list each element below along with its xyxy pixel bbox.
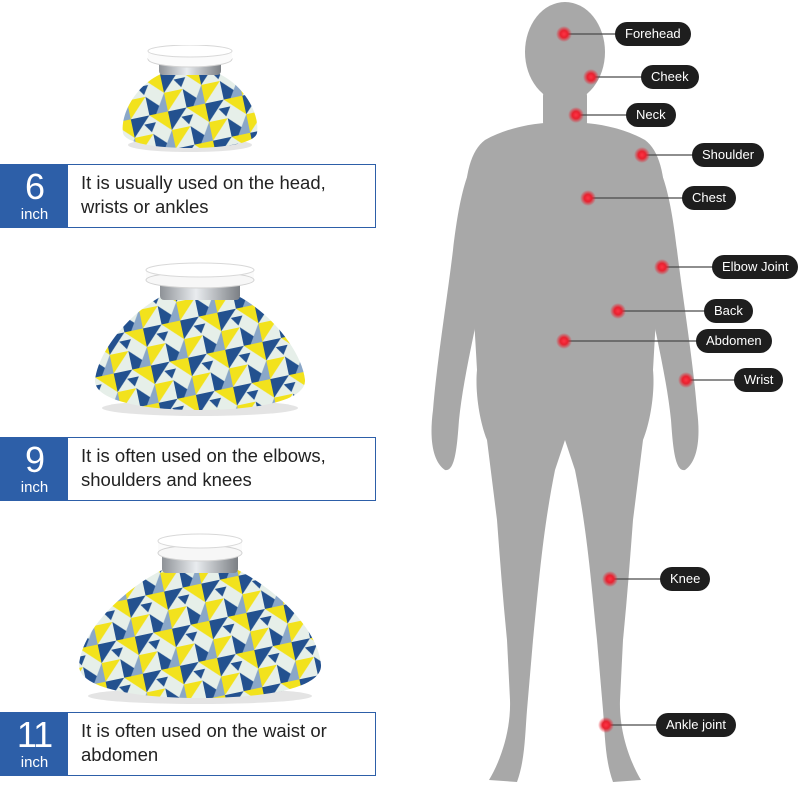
size-number: 9: [24, 439, 45, 480]
size-description: It is often used on the elbows, shoulder…: [68, 438, 375, 500]
knee-point-icon: [602, 571, 618, 587]
size-description-line: It is usually used on the head,: [81, 172, 326, 193]
callout-neck: Neck: [626, 103, 676, 127]
ankle-point-icon: [598, 717, 614, 733]
forehead-point-icon: [556, 26, 572, 42]
wrist-point-icon: [678, 372, 694, 388]
size-description-line: wrists or ankles: [81, 196, 209, 217]
size-badge: 6 inch: [1, 165, 68, 227]
size-card-6: 6 inch It is usually used on the head, w…: [0, 164, 376, 228]
callout-knee: Knee: [660, 567, 711, 591]
callout-elbow-joint: Elbow Joint: [712, 255, 799, 279]
size-number: 11: [16, 714, 53, 755]
ice-bag-medium: [94, 262, 306, 416]
callout-cheek: Cheek: [641, 65, 699, 89]
size-card-11: 11 inch It is often used on the waist or…: [0, 712, 376, 776]
callout-chest: Chest: [682, 186, 736, 210]
size-description-line: abdomen: [81, 744, 159, 765]
size-badge: 11 inch: [1, 713, 68, 775]
size-unit: inch: [20, 754, 49, 771]
callout-forehead: Forehead: [615, 22, 691, 46]
abdomen-point-icon: [556, 333, 572, 349]
human-body-figure: [431, 2, 699, 782]
size-description-line: shoulders and knees: [81, 469, 252, 490]
size-unit: inch: [20, 479, 49, 496]
size-card-9: 9 inch It is often used on the elbows, s…: [0, 437, 376, 501]
callout-wrist: Wrist: [734, 368, 784, 392]
callout-back: Back: [704, 299, 753, 323]
size-description: It is often used on the waist or abdomen: [68, 713, 375, 775]
cheek-point-icon: [583, 69, 599, 85]
neck-point-icon: [568, 107, 584, 123]
chest-point-icon: [580, 190, 596, 206]
size-description-line: It is often used on the waist or: [81, 720, 327, 741]
size-description: It is usually used on the head, wrists o…: [68, 165, 375, 227]
size-unit: inch: [20, 206, 49, 223]
size-description-line: It is often used on the elbows,: [81, 445, 326, 466]
ice-bag-large: [78, 533, 322, 704]
callout-abdomen: Abdomen: [696, 329, 772, 353]
ice-bag-small: [122, 45, 258, 152]
size-badge: 9 inch: [1, 438, 68, 500]
callout-ankle-joint: Ankle joint: [656, 713, 736, 737]
callout-shoulder: Shoulder: [692, 143, 765, 167]
size-number: 6: [24, 166, 45, 207]
back-point-icon: [610, 303, 626, 319]
shoulder-point-icon: [634, 147, 650, 163]
elbow-point-icon: [654, 259, 670, 275]
